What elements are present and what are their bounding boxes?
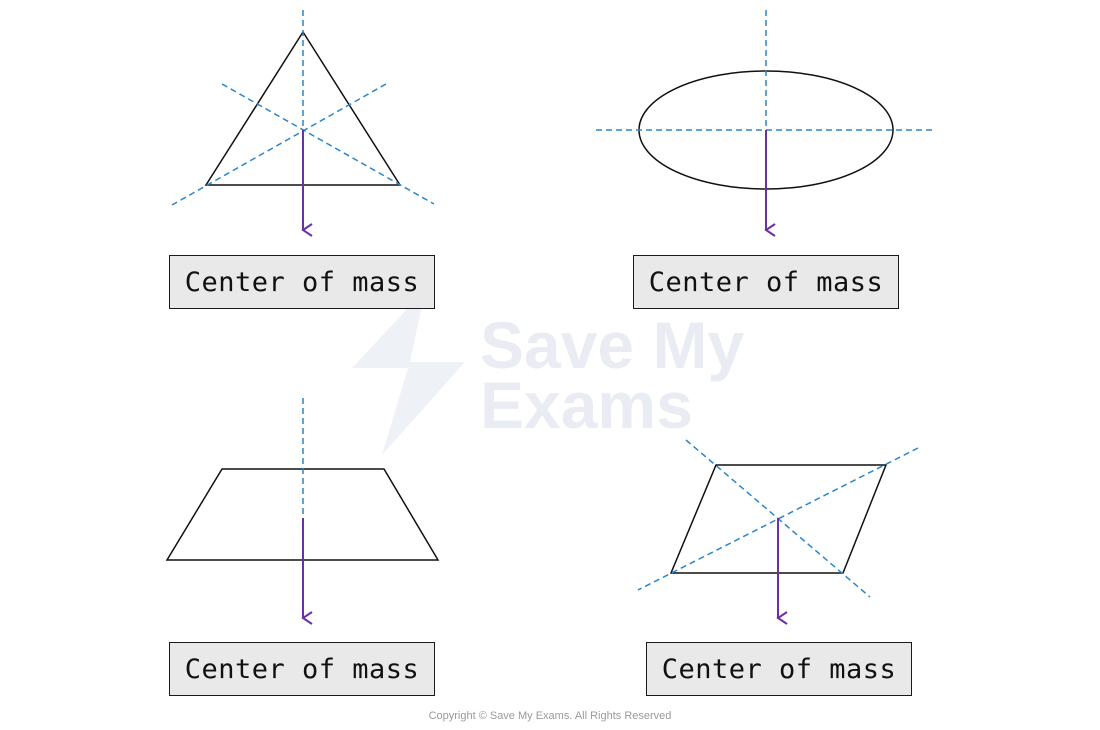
parallelogram-center-of-mass-label: Center of mass bbox=[646, 642, 912, 696]
parallelogram-figure bbox=[637, 439, 919, 625]
triangle-center-of-mass-label: Center of mass bbox=[169, 255, 435, 309]
triangle-symmetry-line-left bbox=[221, 83, 435, 205]
watermark: Save My Exams bbox=[352, 290, 744, 455]
copyright-footer: Copyright © Save My Exams. All Rights Re… bbox=[428, 710, 672, 722]
trapezoid-figure bbox=[165, 398, 440, 625]
parallelogram-diagonal-2 bbox=[637, 447, 919, 591]
triangle-symmetry-line-right bbox=[171, 83, 387, 206]
ellipse-center-of-mass-label: Center of mass bbox=[633, 255, 899, 309]
trapezoid-center-of-mass-label: Center of mass bbox=[169, 642, 435, 696]
watermark-line-1: Save My bbox=[480, 308, 744, 382]
trapezoid-outline bbox=[165, 468, 440, 561]
ellipse-figure bbox=[596, 10, 932, 237]
watermark-line-2: Exams bbox=[480, 368, 693, 442]
triangle-figure bbox=[171, 10, 435, 237]
watermark-bolt-icon bbox=[352, 290, 465, 455]
